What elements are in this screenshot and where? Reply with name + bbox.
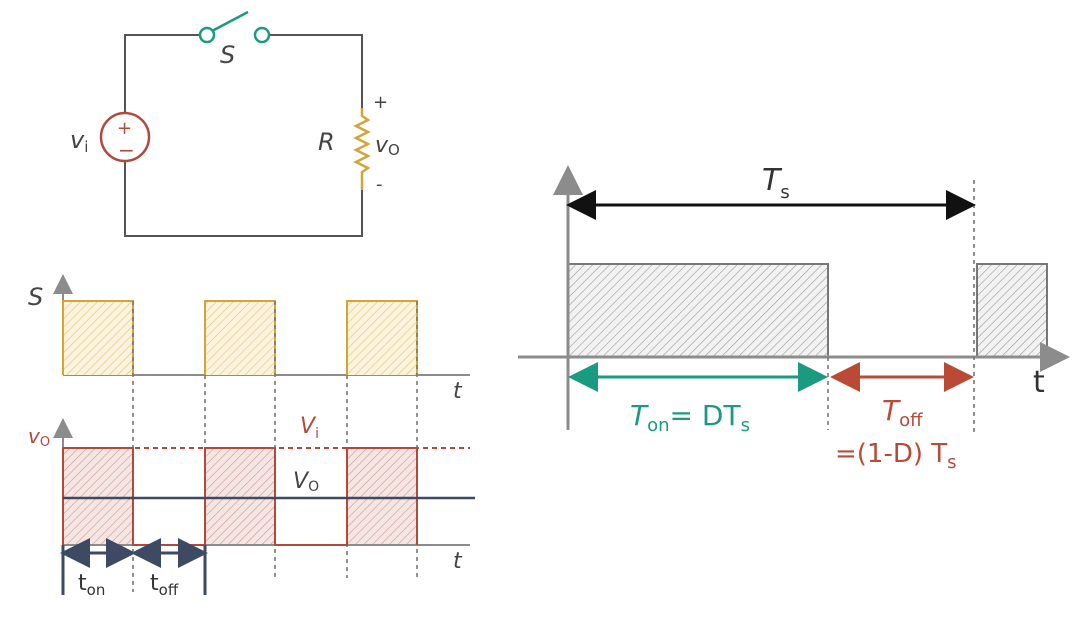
source-plus: + bbox=[117, 118, 132, 139]
vo-average-label: VO bbox=[293, 469, 319, 495]
ts-label: Ts bbox=[762, 163, 790, 203]
output-pulse-1 bbox=[63, 448, 133, 545]
output-minus: - bbox=[376, 174, 383, 195]
switch-pulse-3 bbox=[347, 301, 417, 375]
output-voltage-label: vO bbox=[375, 133, 400, 159]
output-pulse-edges bbox=[62, 447, 418, 546]
toff-period-label: Toff bbox=[882, 394, 923, 431]
resistor-label: R bbox=[318, 128, 335, 156]
on-pulse-shaded bbox=[567, 263, 829, 358]
circuit-diagram: S + − vi R vO + - bbox=[70, 10, 400, 237]
switch-pulse-1 bbox=[63, 301, 133, 375]
voltage-source-symbol: + − bbox=[99, 111, 151, 163]
toff-label: toff bbox=[150, 571, 179, 599]
source-minus: − bbox=[118, 138, 135, 162]
switch-pulse-3-edge bbox=[346, 300, 418, 375]
output-pulse-3 bbox=[347, 448, 417, 545]
output-waveform: vO Vi VO t ton toff bbox=[28, 414, 475, 599]
output-wave-y-label: vO bbox=[28, 424, 50, 450]
output-plus: + bbox=[373, 92, 388, 113]
switch-waveform: S t bbox=[28, 274, 470, 404]
output-wave-x-label: t bbox=[453, 549, 463, 574]
switch-label: S bbox=[220, 41, 235, 69]
circuit-wire-right bbox=[268, 34, 363, 108]
switch-pulse-2-edge bbox=[204, 300, 276, 375]
source-label: vi bbox=[70, 126, 88, 156]
output-pulse-2 bbox=[205, 448, 275, 545]
resistor-symbol bbox=[353, 108, 371, 190]
switch-wave-y-label: S bbox=[28, 283, 43, 311]
switch-symbol bbox=[198, 10, 271, 44]
vi-level-label: Vi bbox=[300, 414, 319, 442]
circuit-wire-left-bottom bbox=[124, 161, 363, 237]
toff-period-equation: =(1-D) Ts bbox=[835, 439, 957, 473]
period-diagram: t Ts Ton= DTs Toff =(1-D) Ts bbox=[518, 163, 1070, 473]
ton-label: ton bbox=[78, 571, 105, 599]
switch-wave-x-label: t bbox=[453, 379, 463, 404]
switch-pulse-2 bbox=[205, 301, 275, 375]
circuit-wire-left bbox=[124, 34, 205, 113]
period-x-label: t bbox=[1033, 365, 1045, 400]
ton-period-label: Ton= DTs bbox=[630, 399, 750, 436]
switch-pulse-1-edge bbox=[62, 300, 134, 375]
next-pulse-shaded bbox=[976, 263, 1048, 358]
